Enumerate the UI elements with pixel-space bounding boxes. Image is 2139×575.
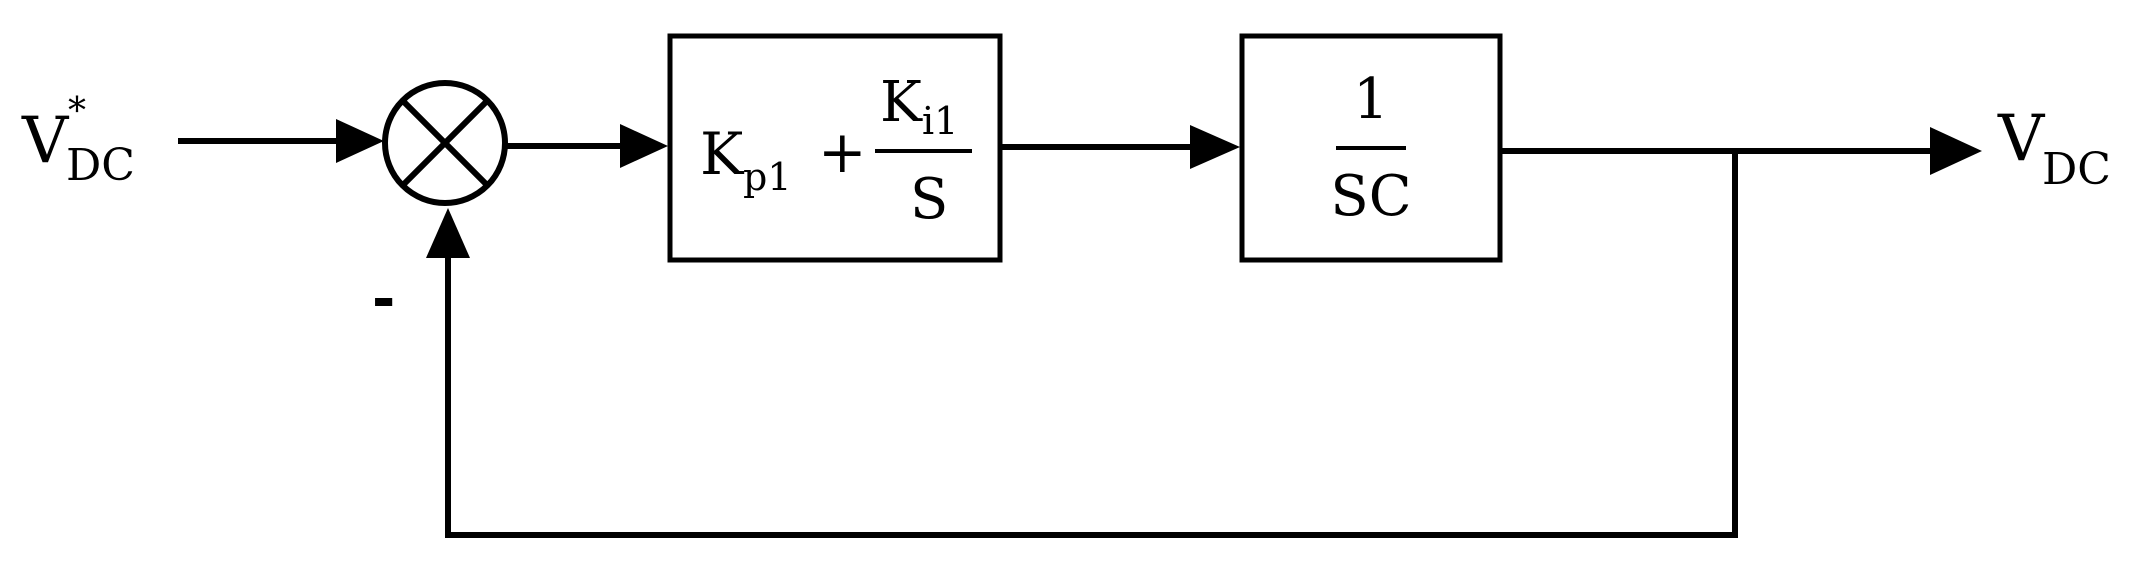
pi-controller-block (667, 33, 1003, 263)
ki-base: K (880, 70, 923, 135)
output-arrowhead (1930, 127, 1982, 175)
ki-subscript: i1 (922, 99, 958, 143)
input-signal-base: V (21, 104, 70, 178)
output-signal-base: V (1997, 102, 2046, 176)
feedback-arrowhead (426, 208, 470, 258)
plus-operator: + (818, 118, 867, 186)
controller-to-plant-arrowhead (1190, 125, 1240, 169)
input-signal-subscript: DC (66, 140, 135, 191)
sum-to-controller-arrowhead (620, 124, 668, 168)
output-signal-subscript: DC (2042, 144, 2111, 195)
summing-junction (382, 80, 508, 206)
plant-numerator: 1 (1353, 67, 1389, 132)
kp-subscript: p1 (743, 155, 792, 199)
plant-denominator: SC (1330, 164, 1411, 229)
input-signal-superscript: * (68, 91, 86, 132)
plant-expression: 1 SC (1330, 67, 1411, 229)
pi-controller-expression: K p1 + K i1 S (700, 70, 972, 232)
input-arrowhead (336, 119, 384, 163)
input-signal-label: V * DC (21, 91, 135, 191)
kp-base: K (700, 120, 745, 188)
controller-denominator: S (910, 167, 948, 232)
feedback-minus-sign: - (372, 267, 395, 332)
output-signal-label: V DC (1997, 102, 2111, 195)
feedback-path (445, 151, 1738, 538)
